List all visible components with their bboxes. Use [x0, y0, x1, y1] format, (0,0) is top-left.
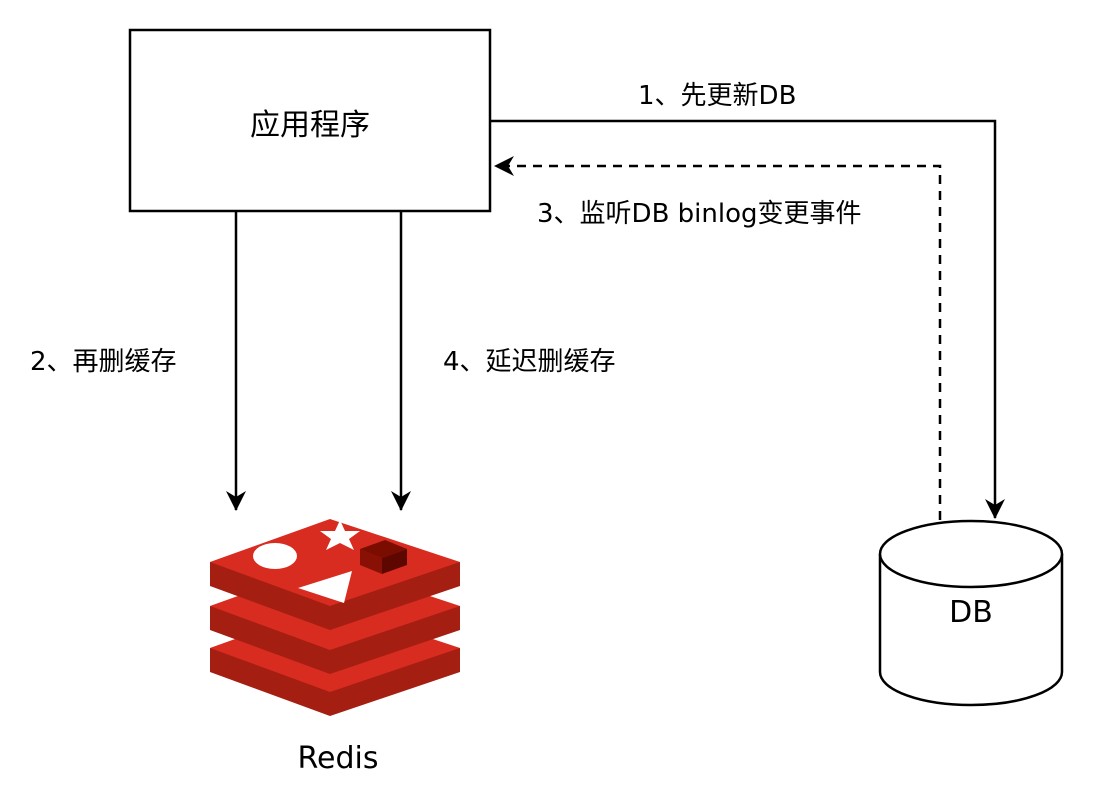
redis-logo-icon [210, 519, 460, 716]
db-node[interactable]: DB [878, 519, 1064, 707]
edge-binlog-label: 3、监听DB binlog变更事件 [537, 199, 862, 229]
edge-binlog[interactable]: 3、监听DB binlog变更事件 [494, 156, 942, 520]
edge-binlog-line [494, 156, 942, 520]
edge-delete-cache-label: 2、再删缓存 [30, 347, 177, 377]
db-label: DB [949, 595, 993, 630]
edge-delay-delete-label: 4、延迟删缓存 [443, 347, 616, 377]
edge-update-db[interactable]: 1、先更新DB [490, 81, 1005, 519]
redis-label: Redis [298, 741, 379, 776]
edge-update-db-label: 1、先更新DB [638, 81, 796, 111]
edge-update-db-line [490, 119, 1005, 519]
redis-node[interactable]: Redis [210, 519, 460, 776]
app-label: 应用程序 [250, 108, 370, 143]
app-node[interactable]: 应用程序 [128, 28, 492, 213]
db-cylinder-icon [878, 519, 1064, 707]
edge-delay-delete[interactable]: 4、延迟删缓存 [391, 211, 616, 511]
edge-delete-cache[interactable]: 2、再删缓存 [30, 211, 246, 511]
app-box [128, 28, 492, 213]
